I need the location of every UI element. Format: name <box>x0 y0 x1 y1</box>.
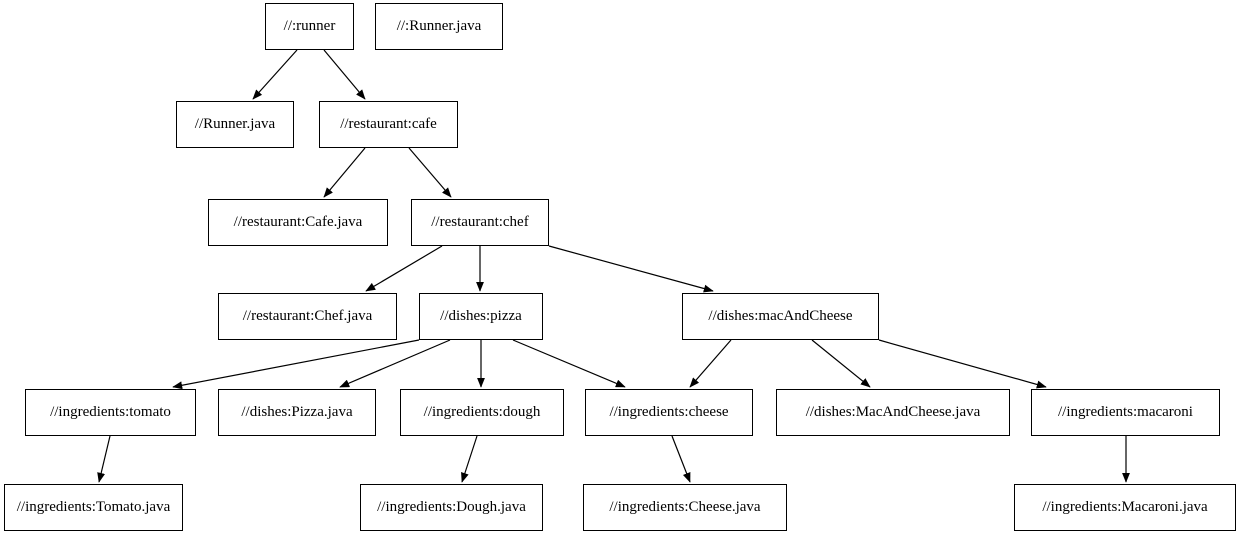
graph-node-runner[interactable]: //:runner <box>265 3 354 50</box>
graph-node-label: //ingredients:tomato <box>50 404 171 420</box>
graph-node-dishes_pizza[interactable]: //dishes:pizza <box>419 293 543 340</box>
graph-node-ing_dough_java[interactable]: //ingredients:Dough.java <box>360 484 543 531</box>
graph-node-label: //dishes:macAndCheese <box>708 308 853 324</box>
graph-node-restaurant_chef_java[interactable]: //restaurant:Chef.java <box>218 293 397 340</box>
graph-node-label: //ingredients:Tomato.java <box>16 499 171 515</box>
graph-node-restaurant_cafe[interactable]: //restaurant:cafe <box>319 101 458 148</box>
graph-node-label: //restaurant:Chef.java <box>242 308 373 324</box>
graph-node-label: //ingredients:Macaroni.java <box>1042 499 1208 515</box>
graph-node-ing_dough[interactable]: //ingredients:dough <box>400 389 564 436</box>
graph-node-label: //ingredients:macaroni <box>1058 404 1193 420</box>
graph-node-label: //ingredients:cheese <box>609 404 729 420</box>
graph-node-label: //restaurant:cafe <box>340 116 437 132</box>
graph-node-label: //dishes:Pizza.java <box>241 404 353 420</box>
graph-node-label: //ingredients:Cheese.java <box>609 499 761 515</box>
graph-node-label: //restaurant:Cafe.java <box>233 214 363 230</box>
graph-node-restaurant_chef[interactable]: //restaurant:chef <box>411 199 549 246</box>
graph-node-ing_tomato_java[interactable]: //ingredients:Tomato.java <box>4 484 183 531</box>
graph-node-label: //dishes:MacAndCheese.java <box>805 404 981 420</box>
graph-node-runner_java_root[interactable]: //:Runner.java <box>375 3 503 50</box>
graph-node-dishes_macandcheese[interactable]: //dishes:macAndCheese <box>682 293 879 340</box>
graph-node-label: //:runner <box>283 18 336 34</box>
graph-node-ing_cheese[interactable]: //ingredients:cheese <box>585 389 753 436</box>
graph-node-label: //Runner.java <box>194 116 276 132</box>
graph-node-label: //ingredients:Dough.java <box>377 499 526 515</box>
graph-node-ing_macaroni_java[interactable]: //ingredients:Macaroni.java <box>1014 484 1236 531</box>
graph-node-runner_java[interactable]: //Runner.java <box>176 101 294 148</box>
graph-node-ing_cheese_java[interactable]: //ingredients:Cheese.java <box>583 484 787 531</box>
graph-node-ing_tomato[interactable]: //ingredients:tomato <box>25 389 196 436</box>
graph-node-label: //dishes:pizza <box>440 308 522 324</box>
graph-node-dishes_macandcheese_java[interactable]: //dishes:MacAndCheese.java <box>776 389 1010 436</box>
graph-node-label: //restaurant:chef <box>431 214 529 230</box>
graph-node-label: //:Runner.java <box>396 18 482 34</box>
graph-node-ing_macaroni[interactable]: //ingredients:macaroni <box>1031 389 1220 436</box>
graph-node-dishes_pizza_java[interactable]: //dishes:Pizza.java <box>218 389 376 436</box>
graph-node-label: //ingredients:dough <box>423 404 541 420</box>
graph-node-restaurant_cafe_java[interactable]: //restaurant:Cafe.java <box>208 199 388 246</box>
